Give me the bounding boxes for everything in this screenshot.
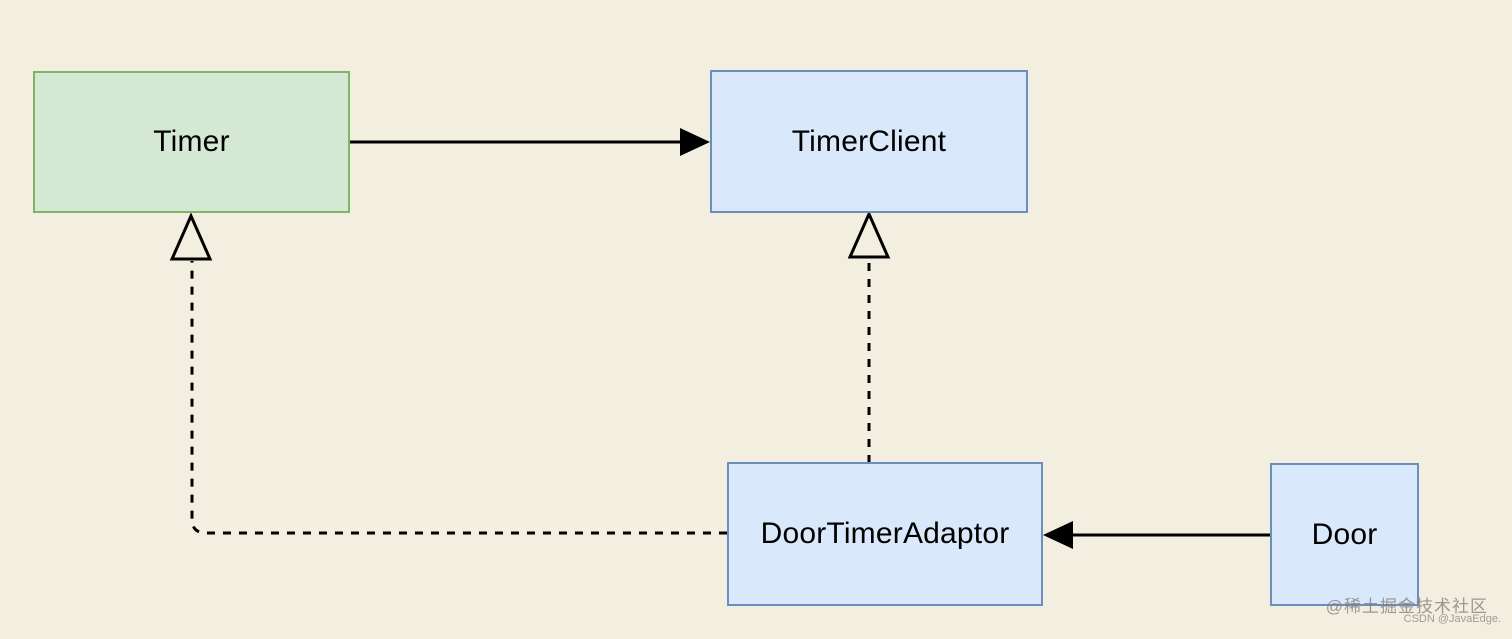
class-node-doortimeradaptor-label: DoorTimerAdaptor — [760, 517, 1010, 550]
watermark-juejin-community: @稀土掘金技术社区 — [1325, 597, 1488, 616]
hollow-triangle-up-icon — [169, 212, 213, 261]
watermark-csdn-javaedge: CSDN @JavaEdge. — [1403, 613, 1501, 625]
realization-arrow-doortimeradaptor-to-timer — [169, 212, 727, 535]
association-arrow-door-to-doortimeradaptor — [1043, 521, 1271, 549]
arrowhead-right-icon — [680, 128, 710, 156]
class-node-timerclient-label: TimerClient — [791, 124, 947, 158]
realization-arrow-doortimeradaptor-to-timerclient — [847, 210, 891, 463]
hollow-triangle-up-icon — [847, 210, 891, 259]
class-node-timerclient: TimerClient — [710, 70, 1028, 213]
class-node-timer-label: Timer — [153, 125, 230, 158]
arrowhead-left-icon — [1043, 521, 1073, 549]
class-node-timer: Timer — [33, 71, 350, 213]
class-node-doortimeradaptor: DoorTimerAdaptor — [727, 462, 1043, 606]
class-node-door-label: Door — [1311, 517, 1378, 551]
class-node-door: Door — [1270, 463, 1419, 606]
association-arrow-timer-to-timerclient — [350, 128, 710, 156]
